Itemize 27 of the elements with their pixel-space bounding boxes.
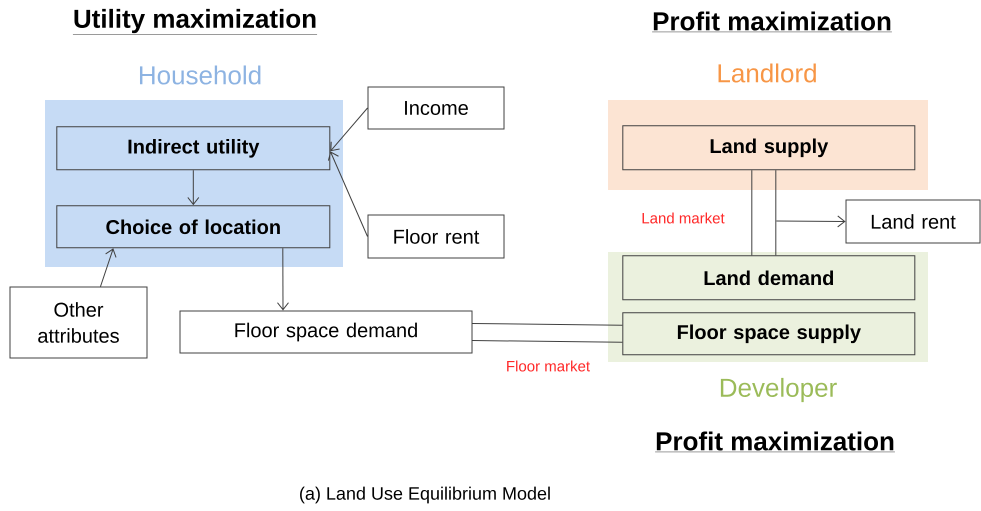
process-box: Floor space supply <box>622 312 916 356</box>
process-box: Choice of location <box>56 205 330 248</box>
node-label: Household <box>140 65 260 85</box>
arrow <box>276 248 289 310</box>
arrow <box>776 215 846 228</box>
heading: Utility maximization <box>72 8 318 35</box>
node-label: Developer <box>720 378 837 402</box>
process-box: Land demand <box>622 255 916 300</box>
process-box: Floor space demand <box>180 310 472 354</box>
arrow <box>328 151 368 237</box>
arrow <box>330 108 368 152</box>
node-label: Landlord <box>718 63 816 83</box>
process-box: Income <box>368 86 504 130</box>
edge-label: Floor market <box>507 360 590 372</box>
heading: Profit maximization <box>652 11 892 32</box>
caption: (a) Land Use Equilibrium Model <box>300 486 550 504</box>
process-box: Land rent <box>846 200 981 244</box>
process-box: Indirect utility <box>56 126 330 170</box>
process-box: Other attributes <box>10 286 148 358</box>
process-box: Floor rent <box>368 214 504 258</box>
edge-label: Land market <box>642 212 725 224</box>
process-box: Land supply <box>622 125 916 170</box>
double-line <box>751 170 776 256</box>
heading: Profit maximization <box>654 431 896 452</box>
arrow <box>100 248 117 287</box>
double-line <box>472 323 623 343</box>
arrow <box>187 170 200 206</box>
